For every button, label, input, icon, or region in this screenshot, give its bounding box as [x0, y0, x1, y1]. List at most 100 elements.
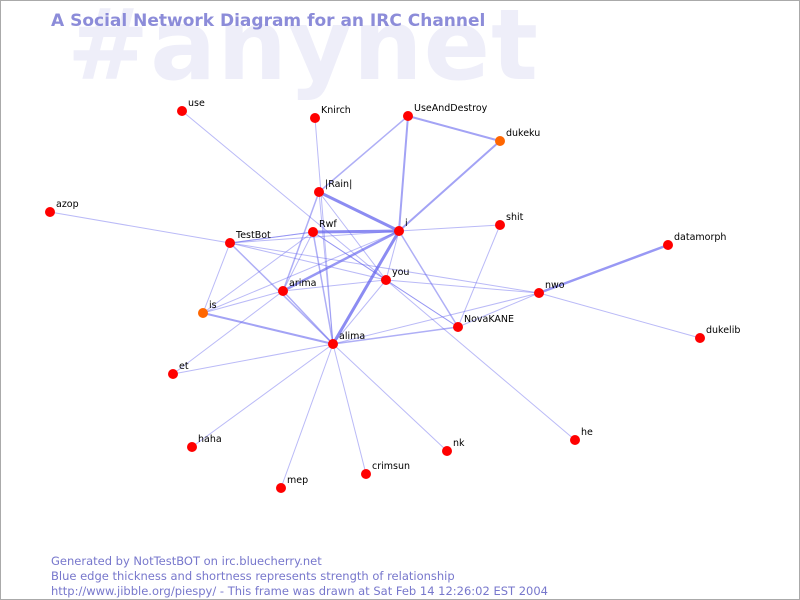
- node-label-he: he: [581, 427, 593, 438]
- node-label-useanddestroy: UseAndDestroy: [414, 103, 488, 114]
- node-dot-shit[interactable]: [495, 220, 505, 230]
- node-dot-useanddestroy[interactable]: [403, 111, 413, 121]
- node-dot-dukeku[interactable]: [495, 136, 505, 146]
- node-rwf[interactable]: Rwf: [308, 219, 337, 237]
- node-dot-i[interactable]: [394, 226, 404, 236]
- node-dot-haha[interactable]: [187, 442, 197, 452]
- edge-is-alima: [202, 312, 334, 345]
- node-dot-nk[interactable]: [442, 446, 452, 456]
- node-dot-novakane[interactable]: [453, 322, 463, 332]
- node-dot-datamorph[interactable]: [663, 240, 673, 250]
- node-dot-rain[interactable]: [314, 187, 324, 197]
- edge-you-alima: [332, 279, 387, 345]
- node-azop[interactable]: azop: [45, 199, 79, 217]
- node-dot-alima[interactable]: [328, 339, 338, 349]
- node-use[interactable]: use: [177, 98, 205, 116]
- edge-you-novakane: [385, 279, 459, 328]
- node-dot-he[interactable]: [570, 435, 580, 445]
- node-dot-is[interactable]: [198, 308, 208, 318]
- node-label-i: i: [405, 218, 408, 229]
- footer-generator: Generated by NotTestBOT on irc.bluecherr…: [51, 554, 322, 568]
- node-i[interactable]: i: [394, 218, 408, 236]
- node-dot-crimsun[interactable]: [361, 469, 371, 479]
- edge-testbot-rwf: [229, 231, 314, 244]
- node-label-crimsun: crimsun: [372, 461, 410, 472]
- node-label-nk: nk: [453, 438, 465, 449]
- edge-arima-you: [282, 279, 387, 292]
- node-dukelib[interactable]: dukelib: [695, 325, 740, 343]
- edge-useanddestroy-dukeku: [407, 115, 501, 142]
- node-crimsun[interactable]: crimsun: [361, 461, 410, 479]
- edge-arima-alima: [282, 290, 334, 345]
- node-dot-use[interactable]: [177, 106, 187, 116]
- edge-i-novakane: [398, 230, 459, 328]
- node-dot-rwf[interactable]: [308, 227, 318, 237]
- node-nwo[interactable]: nwo: [534, 280, 565, 298]
- node-datamorph[interactable]: datamorph: [663, 232, 726, 250]
- node-arima[interactable]: arima: [278, 278, 316, 296]
- node-label-use: use: [188, 98, 205, 109]
- edge-arima-is: [202, 290, 284, 314]
- node-nk[interactable]: nk: [442, 438, 465, 456]
- edge-alima-et: [172, 343, 334, 375]
- channel-watermark: #anynet: [67, 0, 539, 103]
- edge-testbot-i: [229, 230, 400, 244]
- node-dot-mep[interactable]: [276, 483, 286, 493]
- edge-i-is: [202, 230, 400, 314]
- edge-rwf-you: [312, 231, 387, 281]
- node-shit[interactable]: shit: [495, 212, 524, 230]
- node-dot-you[interactable]: [381, 275, 391, 285]
- edge-rwf-i: [311, 229, 401, 234]
- edge-novakane-alima: [332, 326, 459, 345]
- edge-alima-i: [331, 229, 401, 346]
- edge-alima-haha: [191, 343, 334, 448]
- node-label-mep: mep: [287, 475, 308, 486]
- node-dot-et[interactable]: [168, 369, 178, 379]
- node-useanddestroy[interactable]: UseAndDestroy: [403, 103, 488, 121]
- node-dot-nwo[interactable]: [534, 288, 544, 298]
- node-haha[interactable]: haha: [187, 434, 222, 452]
- node-novakane[interactable]: NovaKANE: [453, 314, 514, 332]
- edge-arima-et: [172, 290, 284, 375]
- edge-layer: [49, 110, 701, 489]
- node-you[interactable]: you: [381, 267, 409, 285]
- node-is[interactable]: is: [198, 300, 217, 318]
- edge-nwo-novakane: [457, 292, 540, 328]
- edge-alima-crimsun: [332, 343, 367, 475]
- edge-arima-i: [281, 229, 401, 293]
- edge-you-he: [385, 279, 576, 441]
- edge-testbot-nwo: [229, 242, 540, 294]
- node-dot-dukelib[interactable]: [695, 333, 705, 343]
- node-label-nwo: nwo: [545, 280, 565, 291]
- node-mep[interactable]: mep: [276, 475, 308, 493]
- node-dot-testbot[interactable]: [225, 238, 235, 248]
- node-et[interactable]: et: [168, 361, 189, 379]
- node-rain[interactable]: |Rain|: [314, 179, 352, 197]
- node-dot-knirch[interactable]: [310, 113, 320, 123]
- edge-rwf-is: [202, 231, 314, 314]
- edge-nwo-dukelib: [538, 292, 701, 339]
- edge-testbot-is: [202, 242, 231, 314]
- node-dukeku[interactable]: dukeku: [495, 128, 540, 146]
- node-label-datamorph: datamorph: [674, 232, 726, 243]
- node-label-you: you: [392, 267, 409, 278]
- node-alima[interactable]: alima: [328, 331, 365, 349]
- node-label-testbot: TestBot: [235, 230, 271, 241]
- node-testbot[interactable]: TestBot: [225, 230, 271, 248]
- node-knirch[interactable]: Knirch: [310, 105, 351, 123]
- node-label-rwf: Rwf: [319, 219, 337, 230]
- footer: Generated by NotTestBOT on irc.bluecherr…: [51, 554, 548, 599]
- node-label-rain: |Rain|: [325, 179, 352, 190]
- footer-link-timestamp[interactable]: http://www.jibble.org/piespy/ - This fra…: [51, 584, 548, 598]
- node-label-alima: alima: [339, 331, 365, 342]
- node-label-arima: arima: [289, 278, 316, 289]
- node-dot-azop[interactable]: [45, 207, 55, 217]
- edge-azop-testbot: [49, 211, 231, 244]
- node-dot-arima[interactable]: [278, 286, 288, 296]
- node-label-knirch: Knirch: [321, 105, 351, 116]
- node-he[interactable]: he: [570, 427, 593, 445]
- edge-rwf-arima: [282, 231, 314, 292]
- edge-alima-nk: [332, 343, 448, 452]
